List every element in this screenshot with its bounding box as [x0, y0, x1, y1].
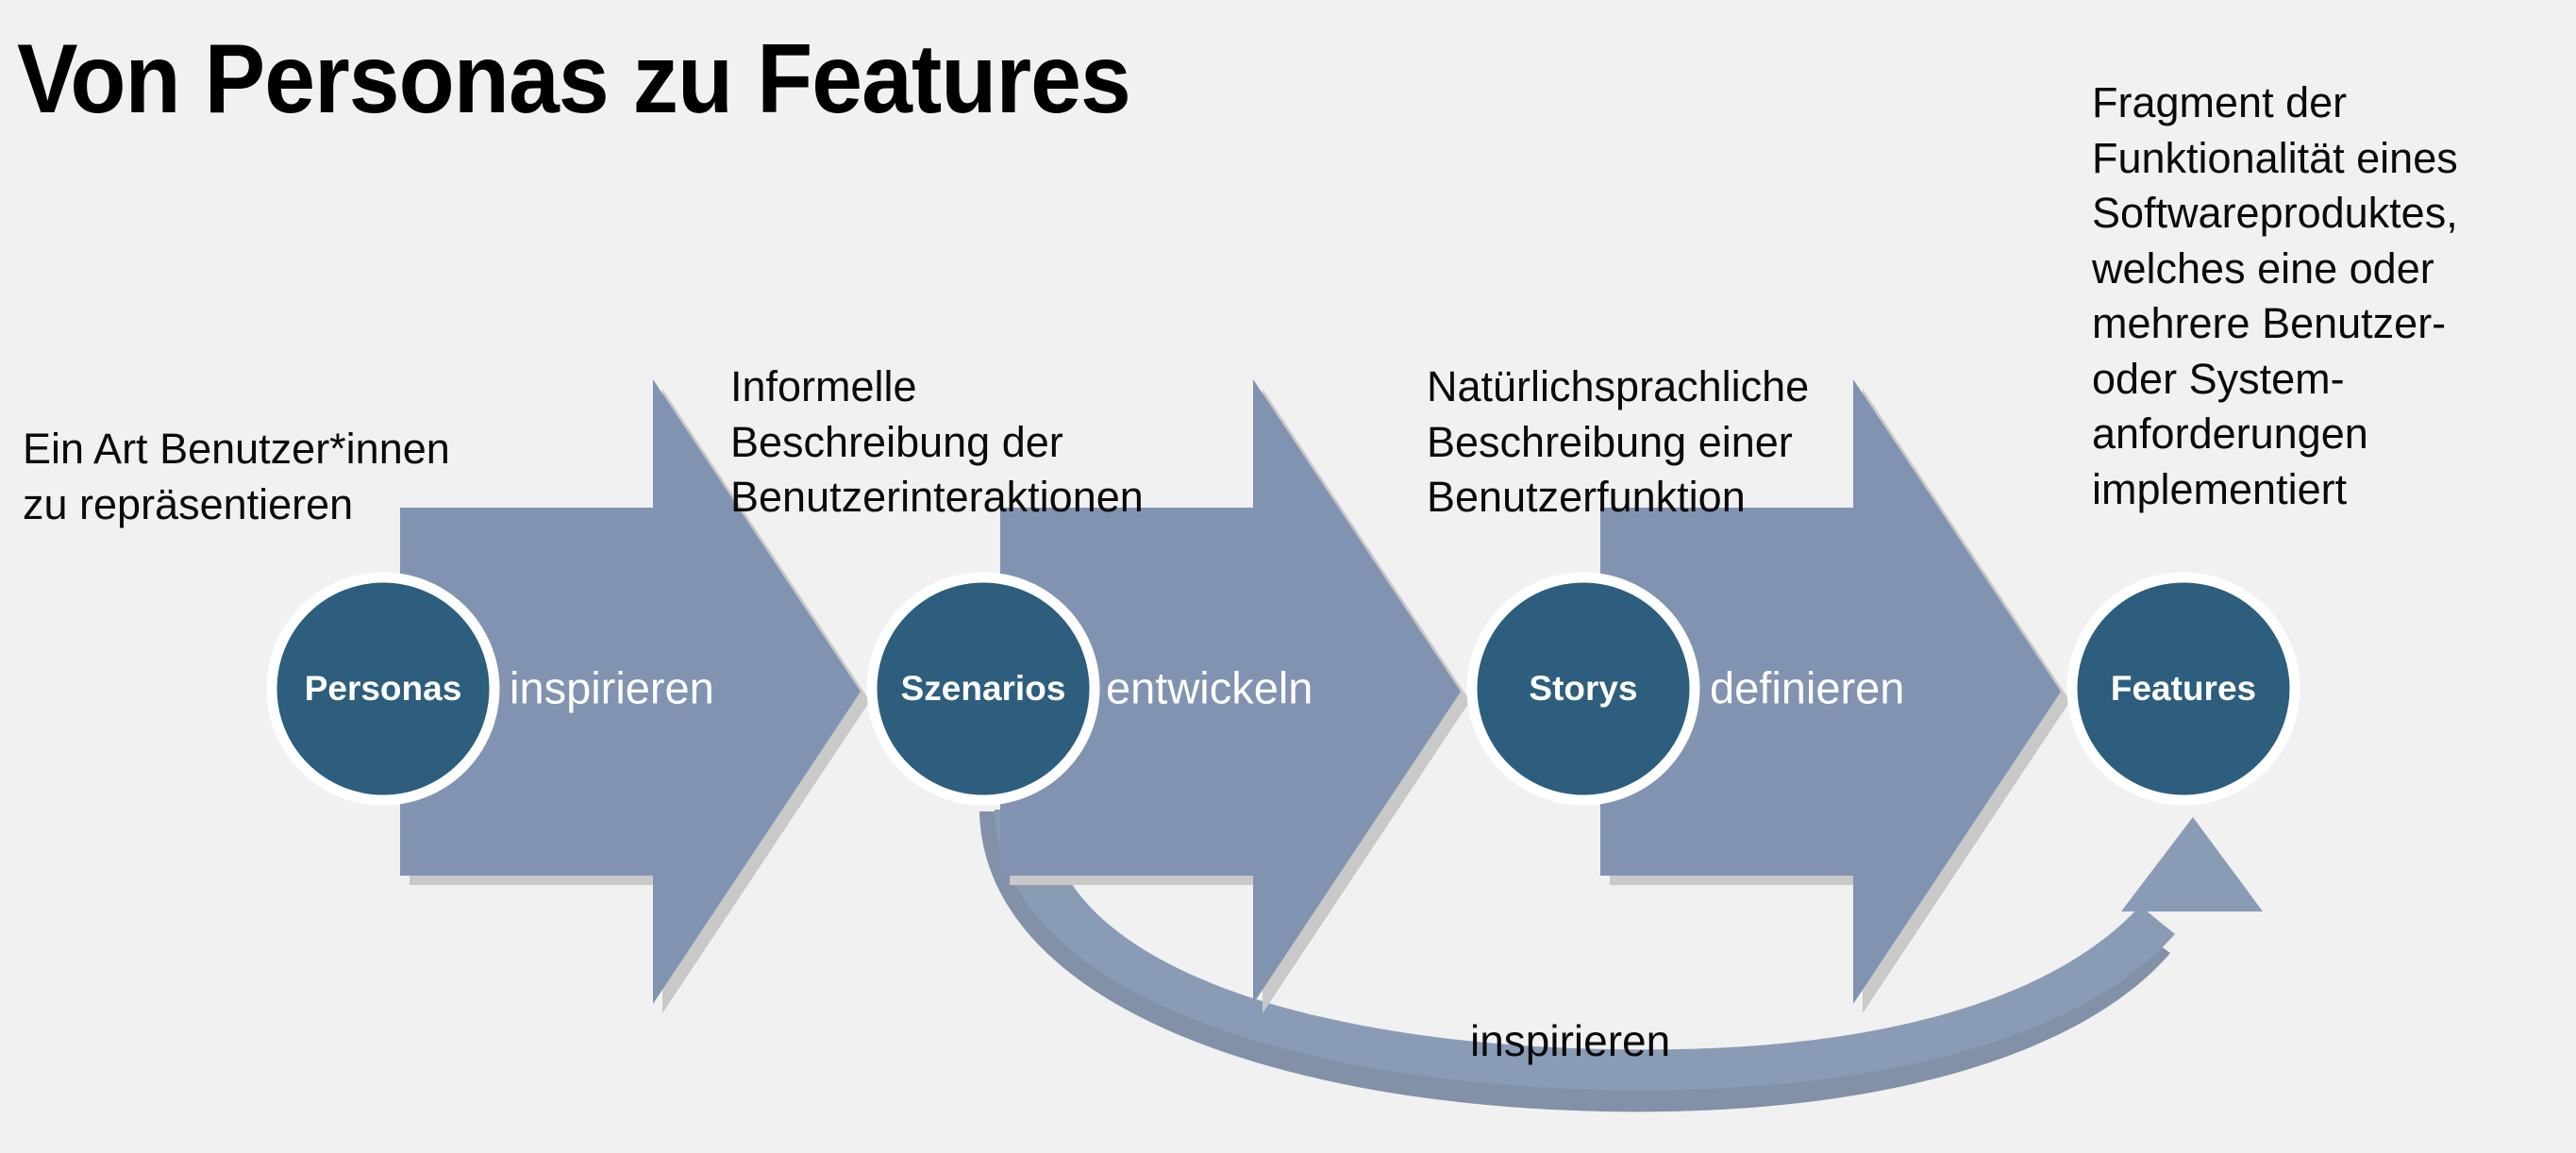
- transition-label-entwickeln: entwickeln: [1106, 662, 1313, 713]
- node-label-personas: Personas: [304, 669, 462, 708]
- node-circle-szenarios[interactable]: [866, 572, 1100, 806]
- node-label-storys: Storys: [1529, 669, 1638, 708]
- arrow-body: [1600, 379, 2061, 1004]
- caption-features: Fragment der Funktionalität eines Softwa…: [2092, 78, 2458, 513]
- node-circle-storys[interactable]: [1466, 572, 1700, 806]
- arrow-personas-to-szenarios: [400, 379, 870, 1013]
- caption-personas: Ein Art Benutzer*innen zu repräsentieren: [23, 425, 450, 528]
- node-circle-personas[interactable]: [266, 572, 500, 806]
- page-title: Von Personas zu Features: [17, 25, 1131, 134]
- node-circle-features[interactable]: [2066, 572, 2300, 806]
- node-label-features: Features: [2110, 669, 2257, 708]
- feedback-arrowhead: [2121, 817, 2263, 911]
- arrow-storys-to-features: [1600, 379, 2070, 1013]
- arrow-szenarios-to-storys: [1000, 379, 1470, 1013]
- feedback-arrow-band: [995, 810, 2175, 1091]
- node-label-szenarios: Szenarios: [900, 669, 1066, 708]
- arrow-body: [1000, 379, 1461, 1004]
- feedback-arrow: [979, 810, 2263, 1112]
- feedback-label-inspirieren: inspirieren: [1470, 1016, 1671, 1065]
- caption-storys: Natürlichsprachliche Beschreibung einer …: [1427, 362, 1810, 521]
- arrow-body: [400, 379, 861, 1004]
- caption-szenarios: Informelle Beschreibung der Benutzerinte…: [730, 362, 1144, 521]
- transition-label-inspirieren: inspirieren: [510, 662, 714, 713]
- transition-label-definieren: definieren: [1710, 662, 1905, 713]
